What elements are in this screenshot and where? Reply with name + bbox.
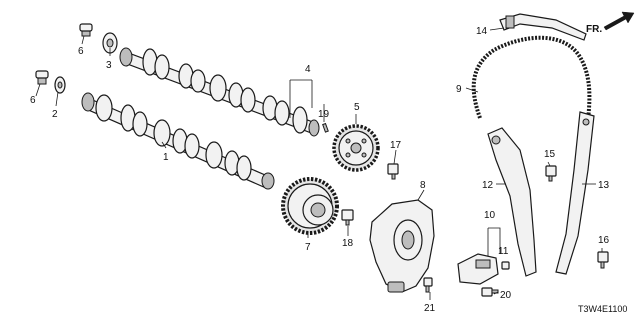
bolt-21 — [423, 277, 433, 293]
callout-17: 17 — [390, 140, 402, 151]
bolt-11 — [501, 261, 510, 270]
washer-2 — [54, 76, 66, 94]
callout-10: 10 — [484, 210, 496, 221]
tensioner-10 — [457, 253, 499, 285]
callout-6-lower: 6 — [30, 95, 36, 106]
callout-19: 19 — [318, 109, 330, 120]
dowel-pin-19 — [322, 122, 329, 133]
tensioner-arm-12 — [487, 127, 537, 277]
front-arrow-icon — [603, 11, 635, 31]
callout-5: 5 — [354, 102, 360, 113]
cover-8 — [369, 199, 435, 293]
callout-2: 2 — [52, 109, 58, 120]
callout-15: 15 — [544, 149, 556, 160]
vtc-actuator-7 — [281, 177, 339, 235]
bolt-20 — [481, 287, 499, 297]
bolt-15 — [545, 165, 557, 182]
callouts: 1 2 3 4 5 6 6 7 8 9 10 11 12 13 14 15 16… — [30, 26, 610, 314]
callout-16: 16 — [598, 235, 610, 246]
callout-1: 1 — [163, 152, 169, 163]
callout-14: 14 — [476, 26, 488, 37]
callout-12: 12 — [482, 180, 494, 191]
callout-18: 18 — [342, 238, 354, 249]
callout-11: 11 — [498, 246, 509, 257]
chain-guide-14 — [499, 13, 587, 41]
leader-lines — [35, 27, 603, 300]
cam-sprocket-5 — [332, 124, 380, 172]
callout-4: 4 — [305, 64, 311, 75]
camshaft-lower — [81, 92, 275, 190]
chain-guide-13 — [555, 111, 595, 275]
washer-3 — [102, 32, 118, 54]
callout-13: 13 — [598, 180, 610, 191]
callout-9: 9 — [456, 84, 462, 95]
bolt-17 — [387, 163, 399, 180]
callout-21: 21 — [424, 303, 436, 314]
callout-6-upper: 6 — [78, 46, 84, 57]
bolt-16 — [597, 251, 609, 269]
timing-chain-9 — [471, 35, 592, 121]
front-label: FR. — [586, 24, 602, 35]
front-direction-indicator: FR. — [586, 11, 635, 35]
bolt-18 — [341, 209, 354, 226]
callout-20: 20 — [500, 290, 512, 301]
callout-3: 3 — [106, 60, 112, 71]
camshaft-upper — [119, 47, 320, 137]
callout-7: 7 — [305, 242, 311, 253]
bolt-6-upper — [79, 23, 93, 37]
bolt-6-lower — [35, 70, 49, 85]
callout-8: 8 — [420, 180, 426, 191]
diagram-code: T3W4E1100 — [578, 304, 627, 314]
